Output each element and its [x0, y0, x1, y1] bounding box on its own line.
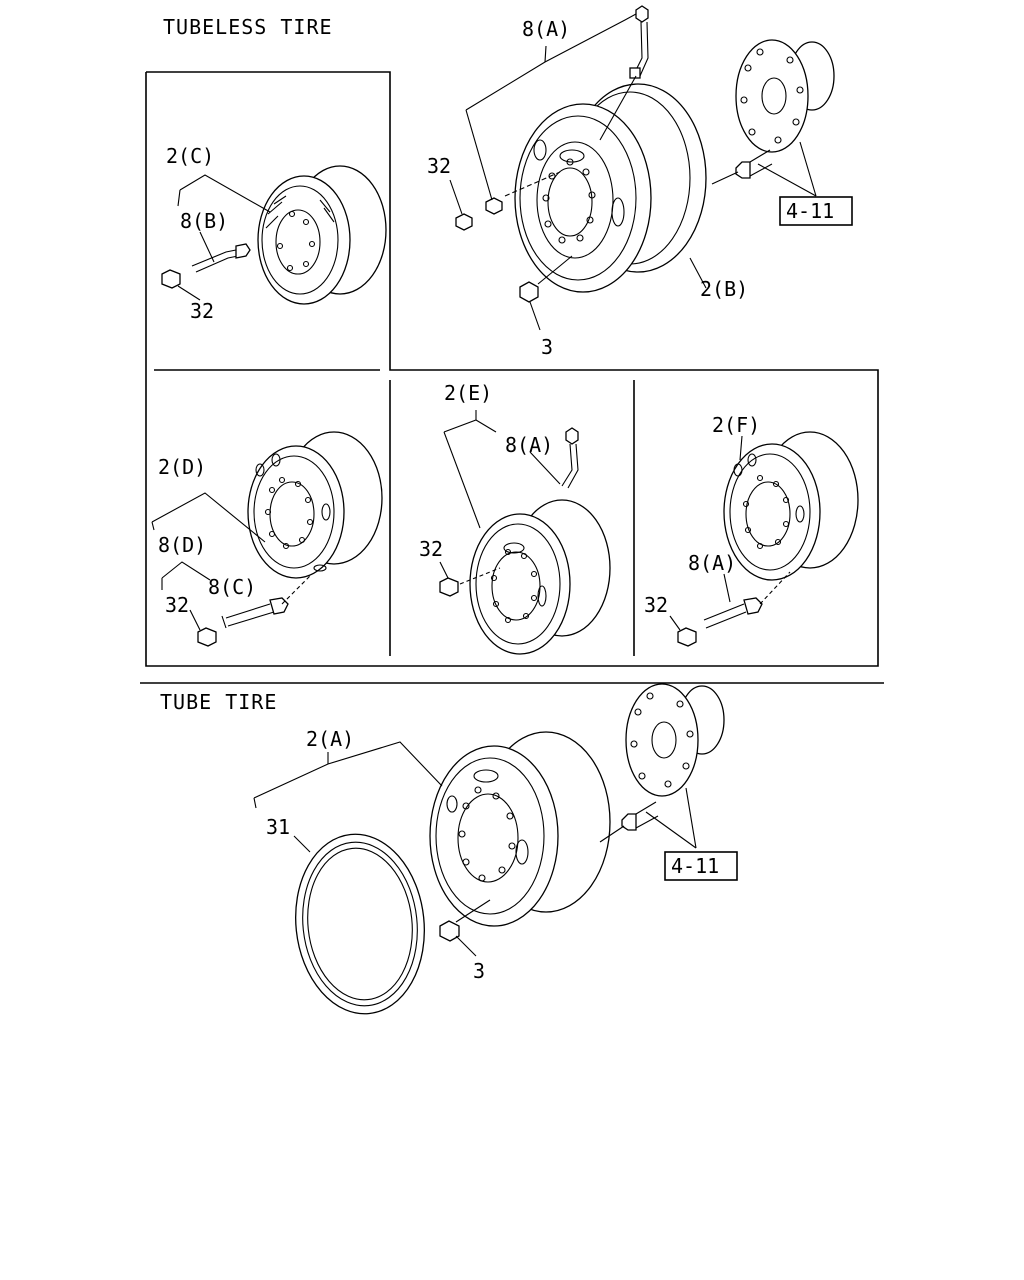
hub-top [735, 39, 835, 153]
nut-32-c [161, 269, 181, 289]
label-8D: 8(D) [158, 533, 206, 557]
label-3-bottom: 3 [473, 959, 485, 983]
label-3-top: 3 [541, 335, 553, 359]
valve-8C [221, 597, 289, 629]
leaders-d [151, 492, 311, 631]
section-title-tube: TUBE TIRE [160, 690, 277, 714]
wheel-2B [514, 83, 707, 293]
valve-8A-f [703, 597, 763, 629]
label-32-c: 32 [190, 299, 214, 323]
flap-31 [295, 833, 425, 1015]
wheel-2A [429, 731, 611, 927]
valve-8A-e [561, 427, 579, 489]
ref-label-4-11-top: 4-11 [786, 199, 834, 223]
hub-bolt-bottom [621, 801, 659, 831]
wheel-2D [247, 431, 383, 579]
nut-32-f [677, 627, 697, 647]
nut-32-d [197, 627, 217, 647]
label-8A-e: 8(A) [505, 433, 553, 457]
ref-box-4-11-top[interactable] [779, 196, 853, 226]
label-8B: 8(B) [180, 209, 228, 233]
leaders-e [439, 410, 561, 585]
label-2A: 2(A) [306, 727, 354, 751]
leaders-c [177, 174, 271, 301]
leaders-f [669, 435, 791, 631]
label-32-d: 32 [165, 593, 189, 617]
label-8A-top: 8(A) [522, 17, 570, 41]
label-2E: 2(E) [444, 381, 492, 405]
label-8A-f: 8(A) [688, 551, 736, 575]
label-32-top: 32 [427, 154, 451, 178]
leaders-bottom [253, 741, 697, 957]
label-31: 31 [266, 815, 290, 839]
label-32-f: 32 [644, 593, 668, 617]
tubeless-frame [145, 71, 879, 667]
wheel-2C [257, 165, 387, 305]
nut-3-bottom [439, 920, 460, 942]
nut-3-top [519, 281, 539, 303]
wheel-2F [723, 431, 859, 581]
label-2B: 2(B) [700, 277, 748, 301]
label-2C: 2(C) [166, 144, 214, 168]
ref-box-4-11-bottom[interactable] [664, 851, 738, 881]
ref-label-4-11-bottom: 4-11 [671, 854, 719, 878]
leaders-top [449, 13, 817, 331]
valve-8B [191, 243, 251, 273]
hub-bolt-top [735, 149, 773, 179]
label-2F: 2(F) [712, 413, 760, 437]
nut-32-top [455, 197, 503, 231]
nut-32-e [439, 577, 459, 597]
hub-bottom [625, 683, 725, 797]
label-32-e: 32 [419, 537, 443, 561]
wheel-2E [469, 499, 611, 655]
valve-8A-top [629, 5, 649, 79]
section-title-tubeless: TUBELESS TIRE [163, 15, 333, 39]
label-2D: 2(D) [158, 455, 206, 479]
label-8C: 8(C) [208, 575, 256, 599]
